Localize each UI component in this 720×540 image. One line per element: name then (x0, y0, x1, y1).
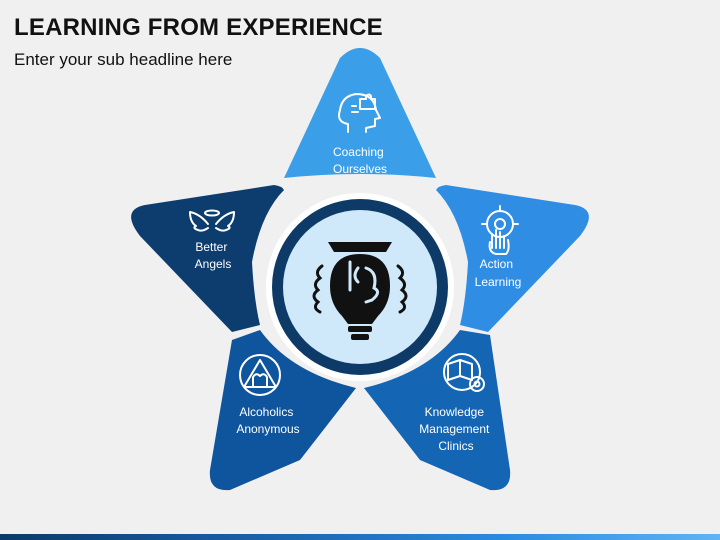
head-puzzle-icon (338, 93, 381, 133)
page-subtitle: Enter your sub headline here (14, 50, 233, 69)
petal-shape-alcoholics (209, 330, 356, 491)
petal-shape-knowledge (364, 330, 511, 491)
petal-label-knowledge: Knowledge Management Clinics (419, 405, 492, 453)
lightbulb-face-icon (312, 242, 408, 340)
book-gears-icon (443, 353, 485, 392)
center-hub (266, 193, 454, 381)
petal-label-action: Action Learning (475, 257, 522, 289)
petal-shape-angels (131, 185, 284, 332)
petal-action: Action Learning (436, 185, 589, 332)
petal-knowledge: Knowledge Management Clinics (364, 330, 511, 491)
petal-label-coaching: Coaching Ourselves (333, 145, 387, 176)
page-title: LEARNING FROM EXPERIENCE (14, 14, 383, 41)
bottom-accent-bar (0, 534, 720, 540)
petal-shape-action (436, 185, 589, 332)
angel-wings-icon (189, 209, 235, 232)
petal-label-angels: Better Angels (195, 240, 232, 271)
petal-angels: Better Angels (131, 185, 284, 332)
petal-alcoholics: Alcoholics Anonymous (209, 330, 356, 491)
triangle-circle-icon (239, 354, 281, 396)
hand-gear-icon (481, 205, 519, 255)
petal-shape-coaching (284, 48, 436, 178)
petal-label-alcoholics: Alcoholics Anonymous (236, 405, 299, 436)
petal-coaching: Coaching Ourselves (284, 48, 436, 178)
